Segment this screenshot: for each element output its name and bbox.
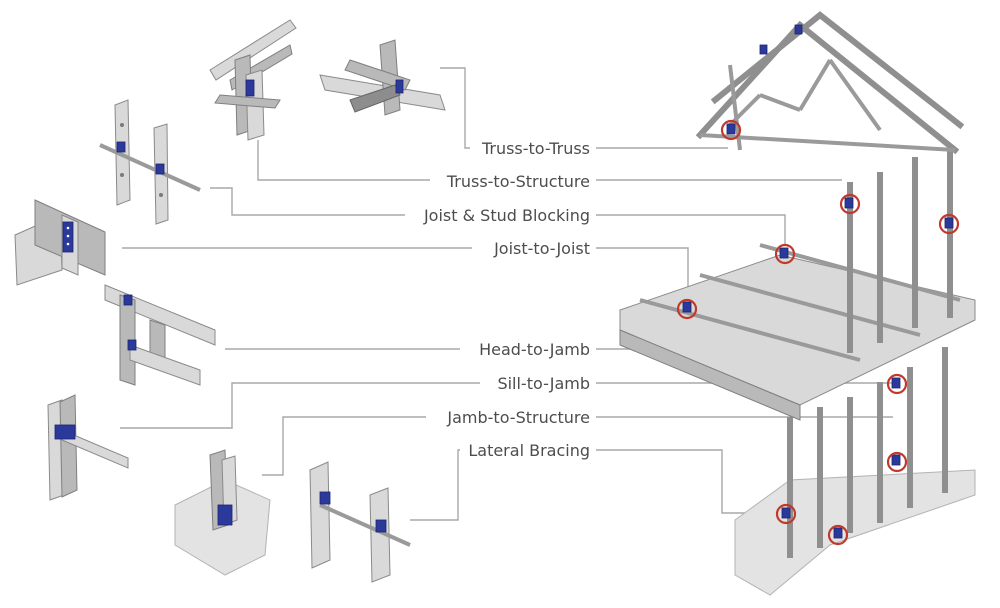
marker-joist-stud-blocking: [774, 243, 796, 265]
leader-jamb-to-structure: [262, 416, 426, 476]
label-joist-stud-blocking: Joist & Stud Blocking: [423, 206, 590, 225]
head-to-jamb-detail-icon: [104, 284, 216, 386]
leader-truss-to-truss: [440, 67, 470, 149]
marker-stud-blocking: [938, 213, 960, 235]
joist-to-joist-detail-icon: [14, 199, 106, 286]
marker-sill-to-jamb: [886, 373, 908, 395]
stud-blocking-detail-icon: [99, 99, 201, 225]
marker-jamb-to-structure: [886, 451, 908, 473]
label-sill-to-jamb: Sill-to-Jamb: [497, 374, 590, 393]
marker-truss-to-truss: [720, 119, 742, 141]
label-lateral-bracing: Lateral Bracing: [468, 441, 590, 460]
leader-stud-blocking-right: [596, 214, 786, 246]
marker-lateral-bracing: [775, 503, 797, 525]
leader-truss-to-structure: [257, 140, 430, 181]
lateral-bracing-detail-icon: [309, 461, 411, 583]
sill-to-jamb-detail-icon: [47, 394, 129, 501]
marker-truss-to-structure: [839, 193, 861, 215]
leader-joist-to-joist-right: [596, 247, 689, 305]
marker-joist-to-joist: [676, 298, 698, 320]
label-truss-to-structure: Truss-to-Structure: [446, 172, 590, 191]
marker-lateral-bracing-2: [827, 524, 849, 546]
leader-lateral-bracing: [410, 449, 460, 521]
label-jamb-to-structure: Jamb-to-Structure: [446, 408, 590, 427]
truss-to-truss-detail-icon: [319, 39, 446, 116]
jamb-to-structure-detail-icon: [174, 449, 271, 576]
labels: Truss-to-Truss Truss-to-Structure Joist …: [423, 139, 590, 460]
label-joist-to-joist: Joist-to-Joist: [493, 239, 590, 258]
truss-to-structure-detail-icon: [209, 19, 297, 141]
leader-lines: [120, 67, 895, 521]
label-truss-to-truss: Truss-to-Truss: [481, 139, 590, 158]
leader-lateral-bracing-right: [596, 449, 782, 514]
label-head-to-jamb: Head-to-Jamb: [479, 340, 590, 359]
steel-frame-building-icon: [619, 11, 976, 596]
leader-sill-to-jamb: [120, 382, 480, 429]
leader-stud-blocking: [210, 187, 405, 216]
